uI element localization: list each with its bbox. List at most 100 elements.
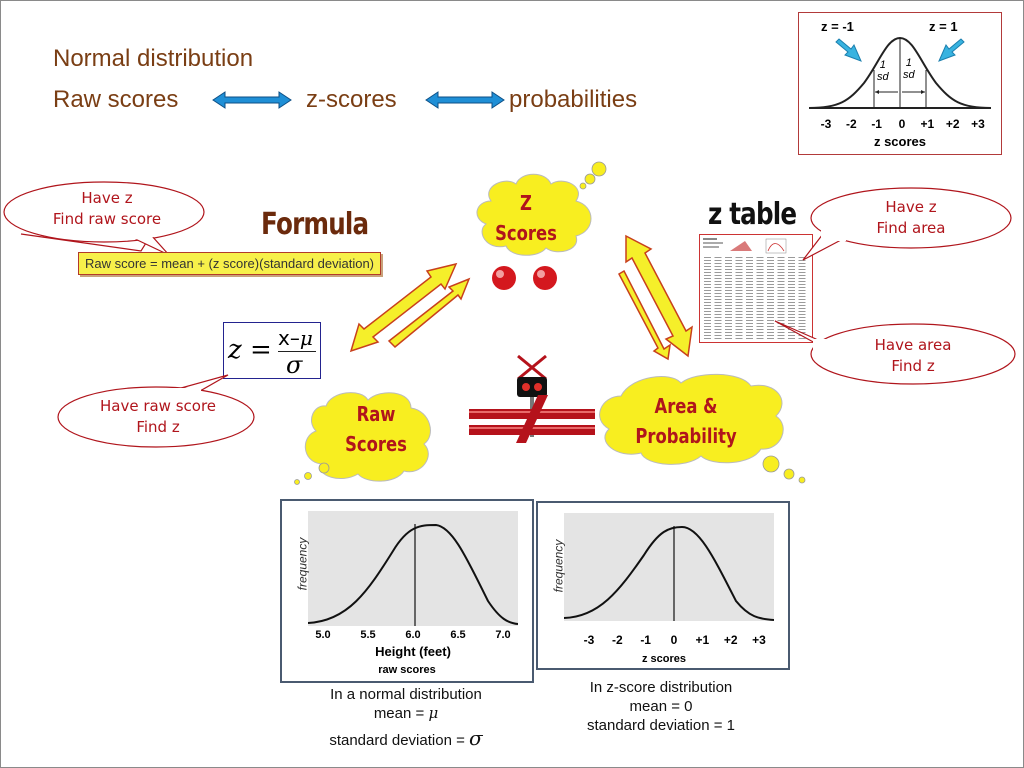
- z-table-cell: [746, 329, 753, 330]
- cloud-line: Z: [520, 191, 532, 215]
- z-table-cell: [777, 326, 785, 327]
- z-table-cell: [735, 287, 743, 288]
- caption-line: In a normal distribution: [330, 686, 482, 703]
- z-table-cell: [788, 293, 795, 294]
- z-table-cell: [777, 296, 785, 297]
- z-table-cell: [704, 338, 711, 339]
- z-table-cell: [714, 299, 722, 300]
- z-table-cell: [798, 320, 806, 321]
- z-table-cell: [735, 332, 743, 333]
- z-table-cell: [746, 338, 753, 339]
- raw-plot-ylabel: frequency: [295, 537, 310, 591]
- z-table-cell: [798, 302, 806, 303]
- z-table-cell: [725, 272, 732, 273]
- tick-label: -2: [845, 117, 857, 131]
- caption-line: mean = 0: [629, 698, 693, 715]
- z-table-cell: [725, 311, 732, 312]
- z-table-cell: [746, 326, 753, 327]
- z-table-cell: [725, 335, 732, 336]
- raw-scores-label: Raw scores: [53, 86, 179, 113]
- callout-line: Find raw score: [52, 210, 162, 228]
- z-table-cell: [777, 257, 785, 258]
- tick-label: -3: [820, 117, 832, 131]
- z-table-cell: [798, 293, 806, 294]
- z-table-cell: [798, 338, 806, 339]
- z-table-cell: [756, 275, 764, 276]
- right-caption: In z-score distribution mean = 0 standar…: [561, 678, 761, 735]
- z-table-cell: [735, 320, 743, 321]
- tick-label: 0: [670, 633, 678, 647]
- z-table-cell: [798, 314, 806, 315]
- z-table-cell: [767, 317, 774, 318]
- z-table-cell: [735, 323, 743, 324]
- caption-line: standard deviation = σ: [301, 728, 511, 750]
- z-table-cell: [788, 269, 795, 270]
- z-table-cell: [725, 287, 732, 288]
- z-table-cell: [756, 302, 764, 303]
- z-table-cell: [756, 323, 764, 324]
- z-table-cell: [788, 290, 795, 291]
- z-table-cell: [767, 260, 774, 261]
- z-table-cell: [777, 272, 785, 273]
- z-table-cell: [788, 311, 795, 312]
- z-table-cell: [767, 284, 774, 285]
- z-table-cell: [704, 281, 711, 282]
- z-table-cell: [714, 263, 722, 264]
- z-table-cell: [788, 260, 795, 261]
- callout-have-z-raw: Have z Find raw score: [7, 188, 207, 230]
- z-table-cell: [798, 299, 806, 300]
- z-table-cell: [788, 332, 795, 333]
- z-table-cell: [704, 272, 711, 273]
- z-table-cell: [788, 263, 795, 264]
- z-table-cell: [798, 269, 806, 270]
- z-table-cell: [756, 296, 764, 297]
- z-table-cell: [714, 338, 722, 339]
- z-table-cell: [777, 293, 785, 294]
- z-table-cell: [704, 323, 711, 324]
- z-table-cell: [767, 323, 774, 324]
- z-table-cell: [767, 275, 774, 276]
- z-table-cell: [767, 302, 774, 303]
- z-table-cell: [746, 296, 753, 297]
- callout-line: Have raw score: [99, 397, 217, 415]
- z-table-cell: [756, 308, 764, 309]
- z-table-cell: [767, 320, 774, 321]
- callout-have-raw-z-bubble: [57, 374, 255, 448]
- z-table-cell: [777, 263, 785, 264]
- z-table-cell: [725, 260, 732, 261]
- z-table-cell: [714, 326, 722, 327]
- raw-plot-area: [307, 511, 519, 626]
- z-table-cell: [746, 257, 753, 258]
- z-table-cell: [756, 263, 764, 264]
- z-table-cell: [735, 260, 743, 261]
- z-table-cell: [756, 335, 764, 336]
- z-table-cell: [725, 299, 732, 300]
- caption-line: In z-score distribution: [589, 679, 733, 696]
- z-table-cell: [735, 299, 743, 300]
- caption-sd-text: standard deviation =: [329, 732, 470, 749]
- z-table-cell: [714, 296, 722, 297]
- z-table-cell: [704, 299, 711, 300]
- z-table-cell: [756, 326, 764, 327]
- z-table-cell: [798, 275, 806, 276]
- z-table-cell: [767, 263, 774, 264]
- z-table-cell: [767, 266, 774, 267]
- z-scores-label: z-scores: [306, 86, 397, 113]
- z-table-cell: [714, 320, 722, 321]
- caption-mean-text: mean =: [373, 705, 429, 722]
- numerator-x: x: [278, 326, 290, 350]
- z-table-cell: [725, 293, 732, 294]
- tick-label: -1: [640, 633, 651, 647]
- z-table-cell: [714, 332, 722, 333]
- callout-line: Have z: [885, 198, 937, 216]
- z-table-cell: [725, 275, 732, 276]
- z-table-cell: [714, 272, 722, 273]
- z-table-cell: [725, 332, 732, 333]
- z-table-cell: [725, 284, 732, 285]
- z-table-cell: [725, 266, 732, 267]
- z-table-cell: [756, 290, 764, 291]
- z-table-cell: [725, 269, 732, 270]
- z-table-cell: [788, 317, 795, 318]
